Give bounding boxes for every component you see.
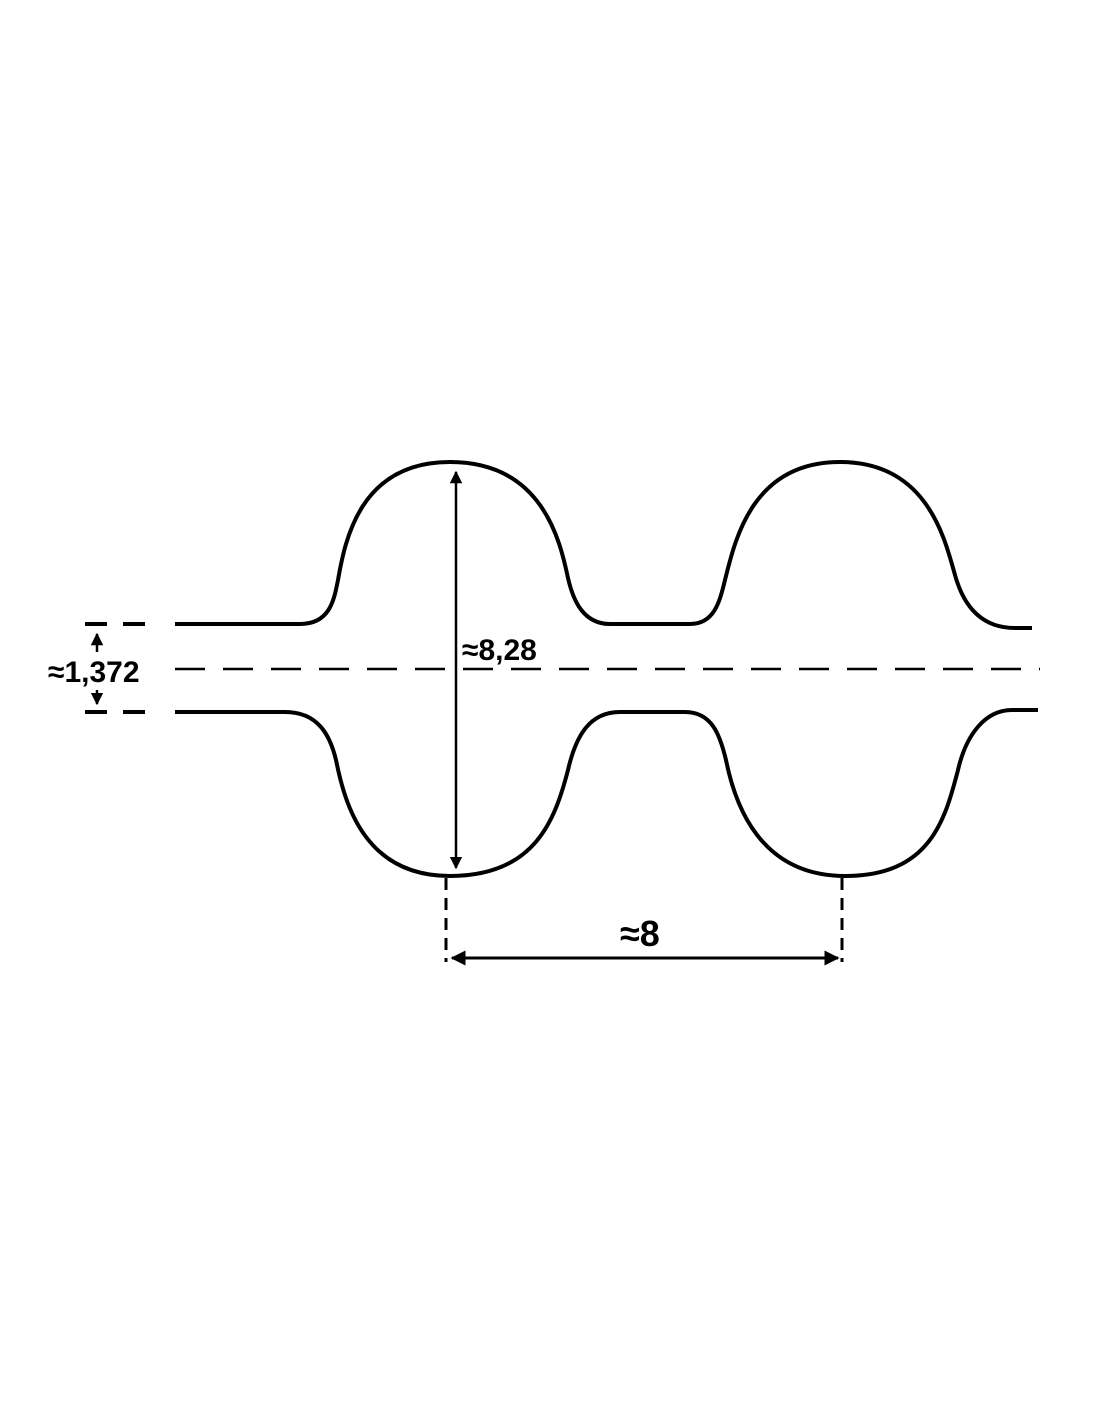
upper-belt-outline bbox=[175, 460, 1032, 630]
height-label: ≈8,28 bbox=[462, 634, 537, 667]
pitch-label: ≈8 bbox=[620, 913, 660, 954]
thickness-label: ≈1,372 bbox=[48, 656, 140, 689]
lower-belt-outline bbox=[175, 708, 1038, 878]
